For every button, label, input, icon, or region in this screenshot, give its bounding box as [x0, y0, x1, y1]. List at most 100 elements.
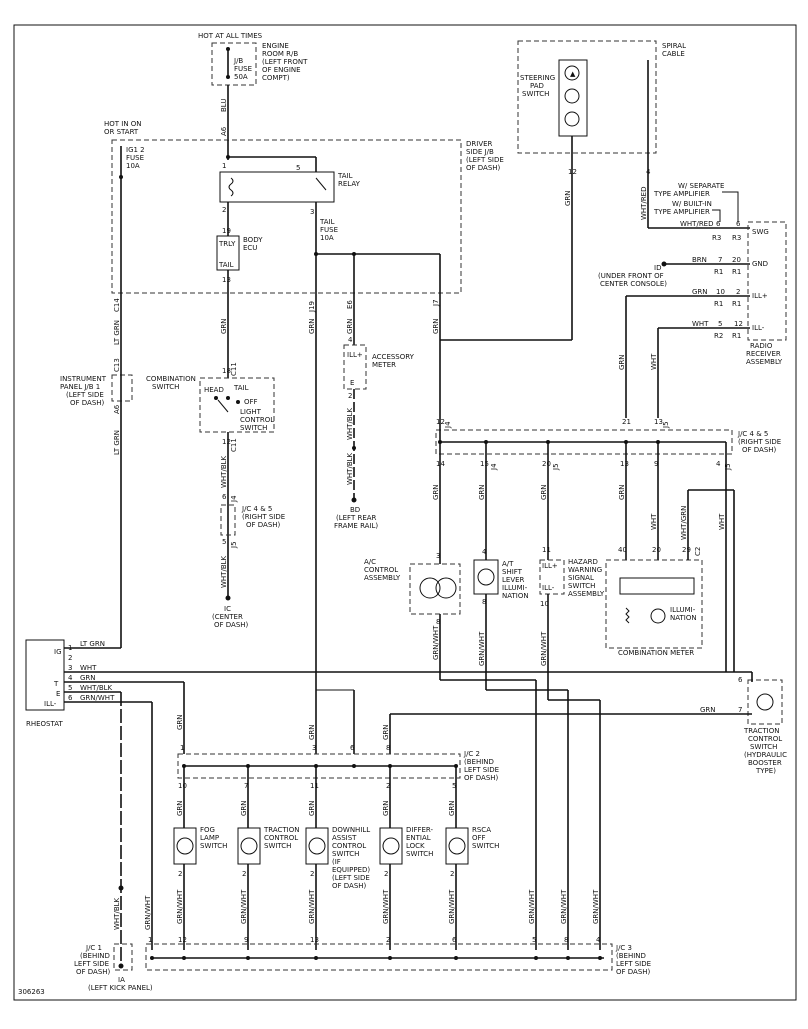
svg-text:5: 5 — [718, 320, 722, 328]
svg-text:EQUIPPED): EQUIPPED) — [332, 866, 370, 874]
svg-text:7: 7 — [244, 782, 248, 790]
svg-text:ILL-: ILL- — [752, 324, 765, 332]
diff-lock-switch: DIFFER- ENTIAL LOCK SWITCH 2 GRN GRN/WHT — [379, 766, 434, 950]
svg-text:10A: 10A — [320, 234, 334, 242]
svg-text:WHT/BLK: WHT/BLK — [346, 452, 354, 485]
svg-text:3: 3 — [436, 552, 440, 560]
svg-text:50A: 50A — [234, 73, 248, 81]
svg-text:(LEFT REAR: (LEFT REAR — [336, 514, 377, 522]
svg-text:1: 1 — [180, 744, 184, 752]
svg-text:RELAY: RELAY — [338, 180, 361, 188]
svg-text:3: 3 — [312, 744, 316, 752]
svg-text:GRN/WHT: GRN/WHT — [80, 694, 115, 702]
svg-text:METER: METER — [372, 361, 396, 369]
svg-text:12: 12 — [178, 936, 187, 944]
svg-text:WHT/RED: WHT/RED — [680, 220, 714, 228]
svg-text:5: 5 — [222, 538, 226, 546]
svg-text:R1: R1 — [732, 300, 741, 308]
svg-text:13: 13 — [620, 460, 629, 468]
svg-text:J19: J19 — [308, 301, 316, 313]
svg-text:A/T: A/T — [502, 560, 514, 568]
svg-text:FUSE: FUSE — [234, 65, 252, 73]
svg-text:IG1 2: IG1 2 — [126, 146, 145, 154]
svg-text:(RIGHT SIDE: (RIGHT SIDE — [738, 438, 781, 446]
svg-text:SIDE J/B: SIDE J/B — [466, 148, 494, 156]
svg-text:ILL+: ILL+ — [752, 292, 768, 300]
svg-text:TAIL: TAIL — [319, 218, 335, 226]
svg-text:8: 8 — [386, 744, 390, 752]
svg-text:12: 12 — [222, 438, 231, 446]
svg-text:2: 2 — [68, 654, 72, 662]
svg-text:WHT/BLK: WHT/BLK — [220, 455, 228, 488]
svg-text:6: 6 — [222, 493, 227, 501]
svg-text:(LEFT SIDE: (LEFT SIDE — [466, 156, 504, 164]
svg-text:11: 11 — [310, 782, 319, 790]
svg-text:20: 20 — [732, 256, 741, 264]
svg-text:20: 20 — [652, 546, 661, 554]
svg-text:1: 1 — [148, 936, 152, 944]
svg-text:GRN: GRN — [176, 714, 184, 730]
svg-text:LEFT SIDE: LEFT SIDE — [464, 766, 499, 774]
jc45-left — [220, 504, 236, 536]
svg-text:GRN/WHT: GRN/WHT — [144, 895, 152, 930]
svg-text:FUSE: FUSE — [126, 154, 144, 162]
svg-text:COMBINATION: COMBINATION — [146, 375, 196, 383]
svg-text:12: 12 — [436, 418, 445, 426]
svg-text:E6: E6 — [346, 300, 354, 309]
svg-text:CONTROL: CONTROL — [332, 842, 366, 850]
svg-text:WARNING: WARNING — [568, 566, 602, 574]
svg-text:ENGINE: ENGINE — [262, 42, 289, 50]
svg-text:FRAME RAIL): FRAME RAIL) — [334, 522, 378, 530]
svg-text:WHT/GRN: WHT/GRN — [680, 506, 688, 540]
svg-text:WHT/RED: WHT/RED — [640, 187, 648, 221]
svg-text:2: 2 — [386, 782, 390, 790]
svg-text:GRN: GRN — [308, 800, 316, 816]
svg-text:GRN/WHT: GRN/WHT — [240, 889, 248, 924]
svg-text:J4: J4 — [444, 421, 452, 429]
svg-text:21: 21 — [622, 418, 631, 426]
svg-text:R1: R1 — [714, 268, 723, 276]
svg-text:11: 11 — [542, 546, 551, 554]
svg-text:OF DASH): OF DASH) — [332, 882, 367, 890]
svg-text:TAIL: TAIL — [218, 261, 234, 269]
ac-control-assembly — [409, 563, 461, 615]
svg-text:ASSIST: ASSIST — [332, 834, 357, 842]
svg-text:TAIL: TAIL — [337, 172, 353, 180]
svg-text:LT GRN: LT GRN — [80, 640, 105, 648]
engine-room-rb-box — [211, 42, 257, 86]
svg-text:ASSEMBLY: ASSEMBLY — [364, 574, 401, 582]
svg-text:5: 5 — [68, 684, 72, 692]
svg-text:9: 9 — [244, 936, 248, 944]
svg-text:OF DASH): OF DASH) — [76, 968, 111, 976]
svg-text:6: 6 — [738, 676, 743, 684]
svg-text:10: 10 — [716, 288, 725, 296]
svg-text:8: 8 — [482, 598, 486, 606]
svg-text:4: 4 — [68, 674, 73, 682]
svg-text:GRN: GRN — [220, 318, 228, 334]
svg-text:4: 4 — [596, 936, 601, 944]
svg-text:IA: IA — [118, 976, 125, 984]
svg-text:GRN: GRN — [540, 484, 548, 500]
svg-text:GRN: GRN — [308, 318, 316, 334]
svg-text:LOCK: LOCK — [406, 842, 425, 850]
svg-text:C11: C11 — [230, 362, 238, 376]
svg-text:TRACTION: TRACTION — [743, 727, 780, 735]
svg-text:2: 2 — [736, 288, 740, 296]
svg-text:ROOM R/B: ROOM R/B — [262, 50, 298, 58]
svg-text:ILLUMI-: ILLUMI- — [502, 584, 528, 592]
svg-text:BD: BD — [350, 506, 360, 514]
svg-text:8: 8 — [564, 936, 568, 944]
svg-text:10: 10 — [540, 600, 549, 608]
svg-text:ID: ID — [654, 264, 661, 272]
svg-text:GRN: GRN — [478, 484, 486, 500]
svg-text:(LEFT SIDE: (LEFT SIDE — [332, 874, 370, 882]
figure-id: 306263 — [18, 988, 45, 996]
svg-text:(UNDER FRONT OF: (UNDER FRONT OF — [598, 272, 664, 280]
downhill-assist-switch: DOWNHILL ASSIST CONTROL SWITCH (IF EQUIP… — [305, 766, 370, 950]
svg-text:GND: GND — [752, 260, 768, 268]
diagram-border — [13, 24, 797, 1001]
svg-text:TRACTION: TRACTION — [263, 826, 300, 834]
svg-text:C13: C13 — [113, 358, 121, 372]
svg-text:C2: C2 — [694, 547, 702, 556]
jc3 — [145, 943, 613, 971]
